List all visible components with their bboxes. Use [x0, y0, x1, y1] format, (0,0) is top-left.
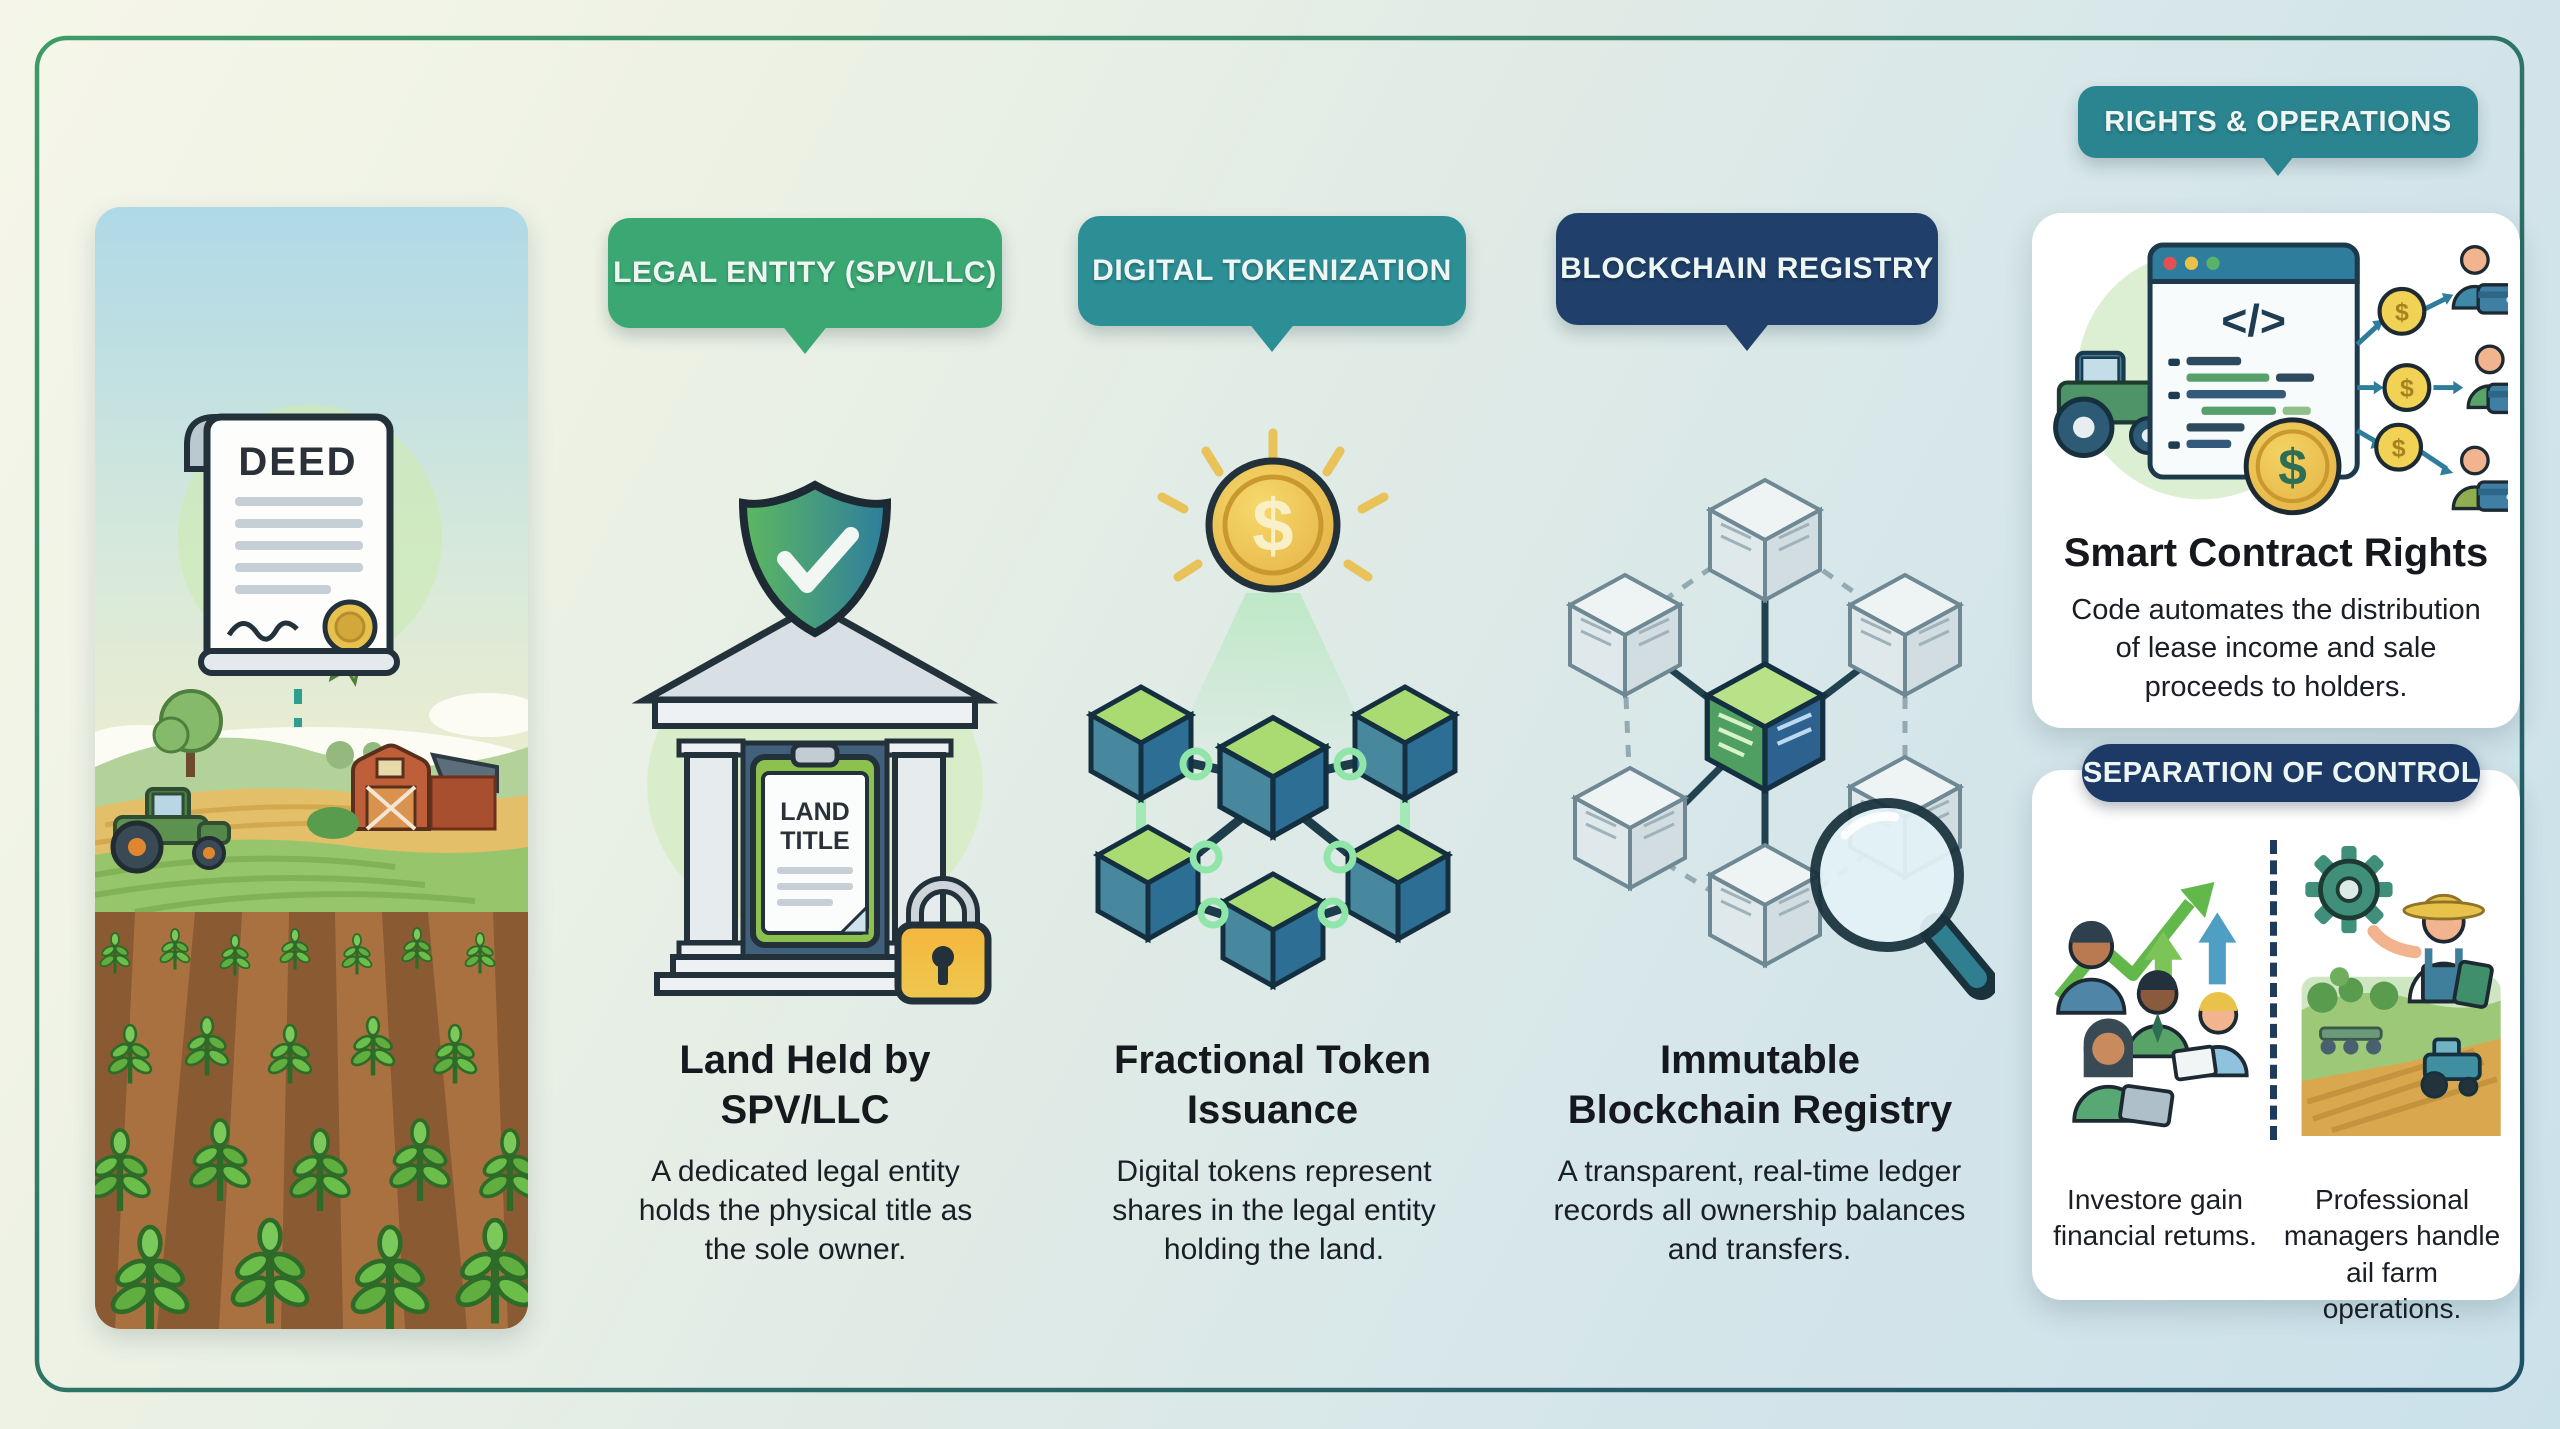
- farm-manager-illustration: [2294, 832, 2512, 1150]
- column-left: [676, 738, 746, 960]
- title-line: Issuance: [1186, 1088, 1359, 1132]
- land-title-line1: LAND: [780, 798, 849, 826]
- code-glyph: </>: [2221, 296, 2286, 346]
- smart-contract-description: Code automates the distribution of lease…: [2071, 594, 2481, 703]
- shield-check-icon: [738, 480, 892, 638]
- scroll-roll: [198, 648, 400, 676]
- link-rings: [1179, 747, 1367, 929]
- coin-dollar-label: $: [2278, 438, 2307, 496]
- cloud: [429, 693, 528, 737]
- token-issuance-icon: $: [1078, 425, 1468, 1005]
- crop-field: [95, 912, 528, 1329]
- column-desc-fractional: Digital tokens represent shares in the l…: [1112, 1155, 1436, 1266]
- banner-pointer: [1248, 322, 1296, 352]
- svg-text:$: $: [2400, 376, 2414, 403]
- separation-of-control-card: Investore gain financial retums. Profess…: [2032, 770, 2520, 1324]
- tractor-icon: [2053, 350, 2168, 458]
- column-desc-land-held: A dedicated legal entity holds the physi…: [638, 1155, 973, 1266]
- title-line: Fractional Token: [1113, 1038, 1432, 1082]
- tree-icon: [152, 689, 223, 777]
- banner-digital-tokenization-label: DIGITAL TOKENIZATION: [1092, 254, 1452, 287]
- banner-pointer: [1723, 321, 1771, 351]
- farmer-figure: [2367, 893, 2494, 1009]
- barn-icon: [307, 743, 499, 839]
- land-title-clipboard-icon: LAND TITLE: [750, 742, 880, 948]
- banner-legal-entity-label: LEGAL ENTITY (SPV/LLC): [613, 256, 997, 289]
- farm-scene-illustration: DEED: [95, 207, 528, 1329]
- code-lines: [2168, 356, 2315, 449]
- tractor-icon: [110, 787, 231, 874]
- banner-legal-entity: LEGAL ENTITY (SPV/LLC): [608, 218, 1002, 354]
- seeder-machine: [2319, 1026, 2383, 1055]
- coin-dollar-label: $: [1252, 484, 1293, 567]
- token-cubes: [1091, 687, 1455, 986]
- deed-label: DEED: [238, 440, 357, 484]
- smart-contract-illustration: </> $: [2044, 221, 2508, 521]
- banner-pointer: [781, 324, 829, 354]
- small-coins: $ $ $: [2374, 286, 2432, 472]
- dollar-coin-icon: $: [1205, 457, 1341, 593]
- treeline: [326, 741, 354, 769]
- banner-separation-label: SEPARATION OF CONTROL: [2082, 756, 2480, 789]
- title-line: Immutable: [1659, 1038, 1861, 1082]
- blockchain-network-icon: [1535, 435, 1995, 1015]
- signature: [226, 620, 299, 642]
- smart-contract-card: </> $: [2032, 213, 2520, 728]
- dashed-divider: [2270, 840, 2277, 1140]
- column-title-immutable: Immutable Blockchain Registry: [1555, 1035, 1965, 1135]
- coin-beam: [1163, 593, 1383, 770]
- big-dollar-coin-icon: $: [2243, 417, 2342, 516]
- coin-rays: [1157, 428, 1389, 582]
- padlock-icon: [894, 876, 992, 1005]
- column-title-fractional: Fractional Token Issuance: [1085, 1035, 1460, 1135]
- investors-caption: Investore gain financial retums.: [2053, 1184, 2257, 1252]
- central-block-cube: [1701, 661, 1829, 795]
- smart-contract-title: Smart Contract Rights: [2063, 531, 2489, 575]
- holder-wallet-icons: [2451, 245, 2508, 512]
- banner-rights-operations-label: RIGHTS & OPERATIONS: [2104, 105, 2452, 138]
- managers-caption: Professional managers handle ail farm op…: [2283, 1184, 2501, 1325]
- bank-with-shield-icon: LAND TITLE: [625, 455, 1005, 1015]
- investor-figures: [2056, 920, 2249, 1128]
- clipboard-lines: [777, 867, 853, 906]
- banner-pointer: [2262, 156, 2294, 176]
- magnifier-icon: [1810, 798, 1995, 1000]
- investors-illustration: [2042, 832, 2260, 1150]
- svg-text:$: $: [2392, 435, 2406, 462]
- column-desc-immutable: A transparent, real-time ledger records …: [1553, 1155, 1966, 1266]
- farmland-deed-panel: DEED: [95, 207, 528, 1329]
- bush: [307, 807, 359, 839]
- title-line: Land Held by: [679, 1038, 931, 1082]
- banner-blockchain-registry-label: BLOCKCHAIN REGISTRY: [1560, 252, 1934, 285]
- title-line: Blockchain Registry: [1567, 1088, 1953, 1132]
- field-scene: [2301, 967, 2501, 1137]
- up-arrow-blue: [2198, 912, 2237, 985]
- banner-rights-operations: RIGHTS & OPERATIONS: [2078, 86, 2478, 176]
- gear-icon: [2305, 845, 2393, 934]
- deed-text-lines: [235, 497, 363, 594]
- title-line: SPV/LLC: [720, 1088, 890, 1132]
- seal-icon: [322, 599, 378, 687]
- deed-scroll-icon: DEED: [184, 413, 400, 687]
- architrave: [652, 697, 978, 729]
- banner-blockchain-registry: BLOCKCHAIN REGISTRY: [1556, 213, 1938, 351]
- column-title-land-held: Land Held by SPV/LLC: [625, 1035, 985, 1135]
- banner-digital-tokenization: DIGITAL TOKENIZATION: [1078, 216, 1466, 352]
- svg-text:$: $: [2395, 299, 2409, 326]
- small-tractor-icon: [2420, 1037, 2482, 1099]
- land-title-line2: TITLE: [780, 827, 849, 855]
- banner-separation-of-control: SEPARATION OF CONTROL: [2082, 744, 2480, 802]
